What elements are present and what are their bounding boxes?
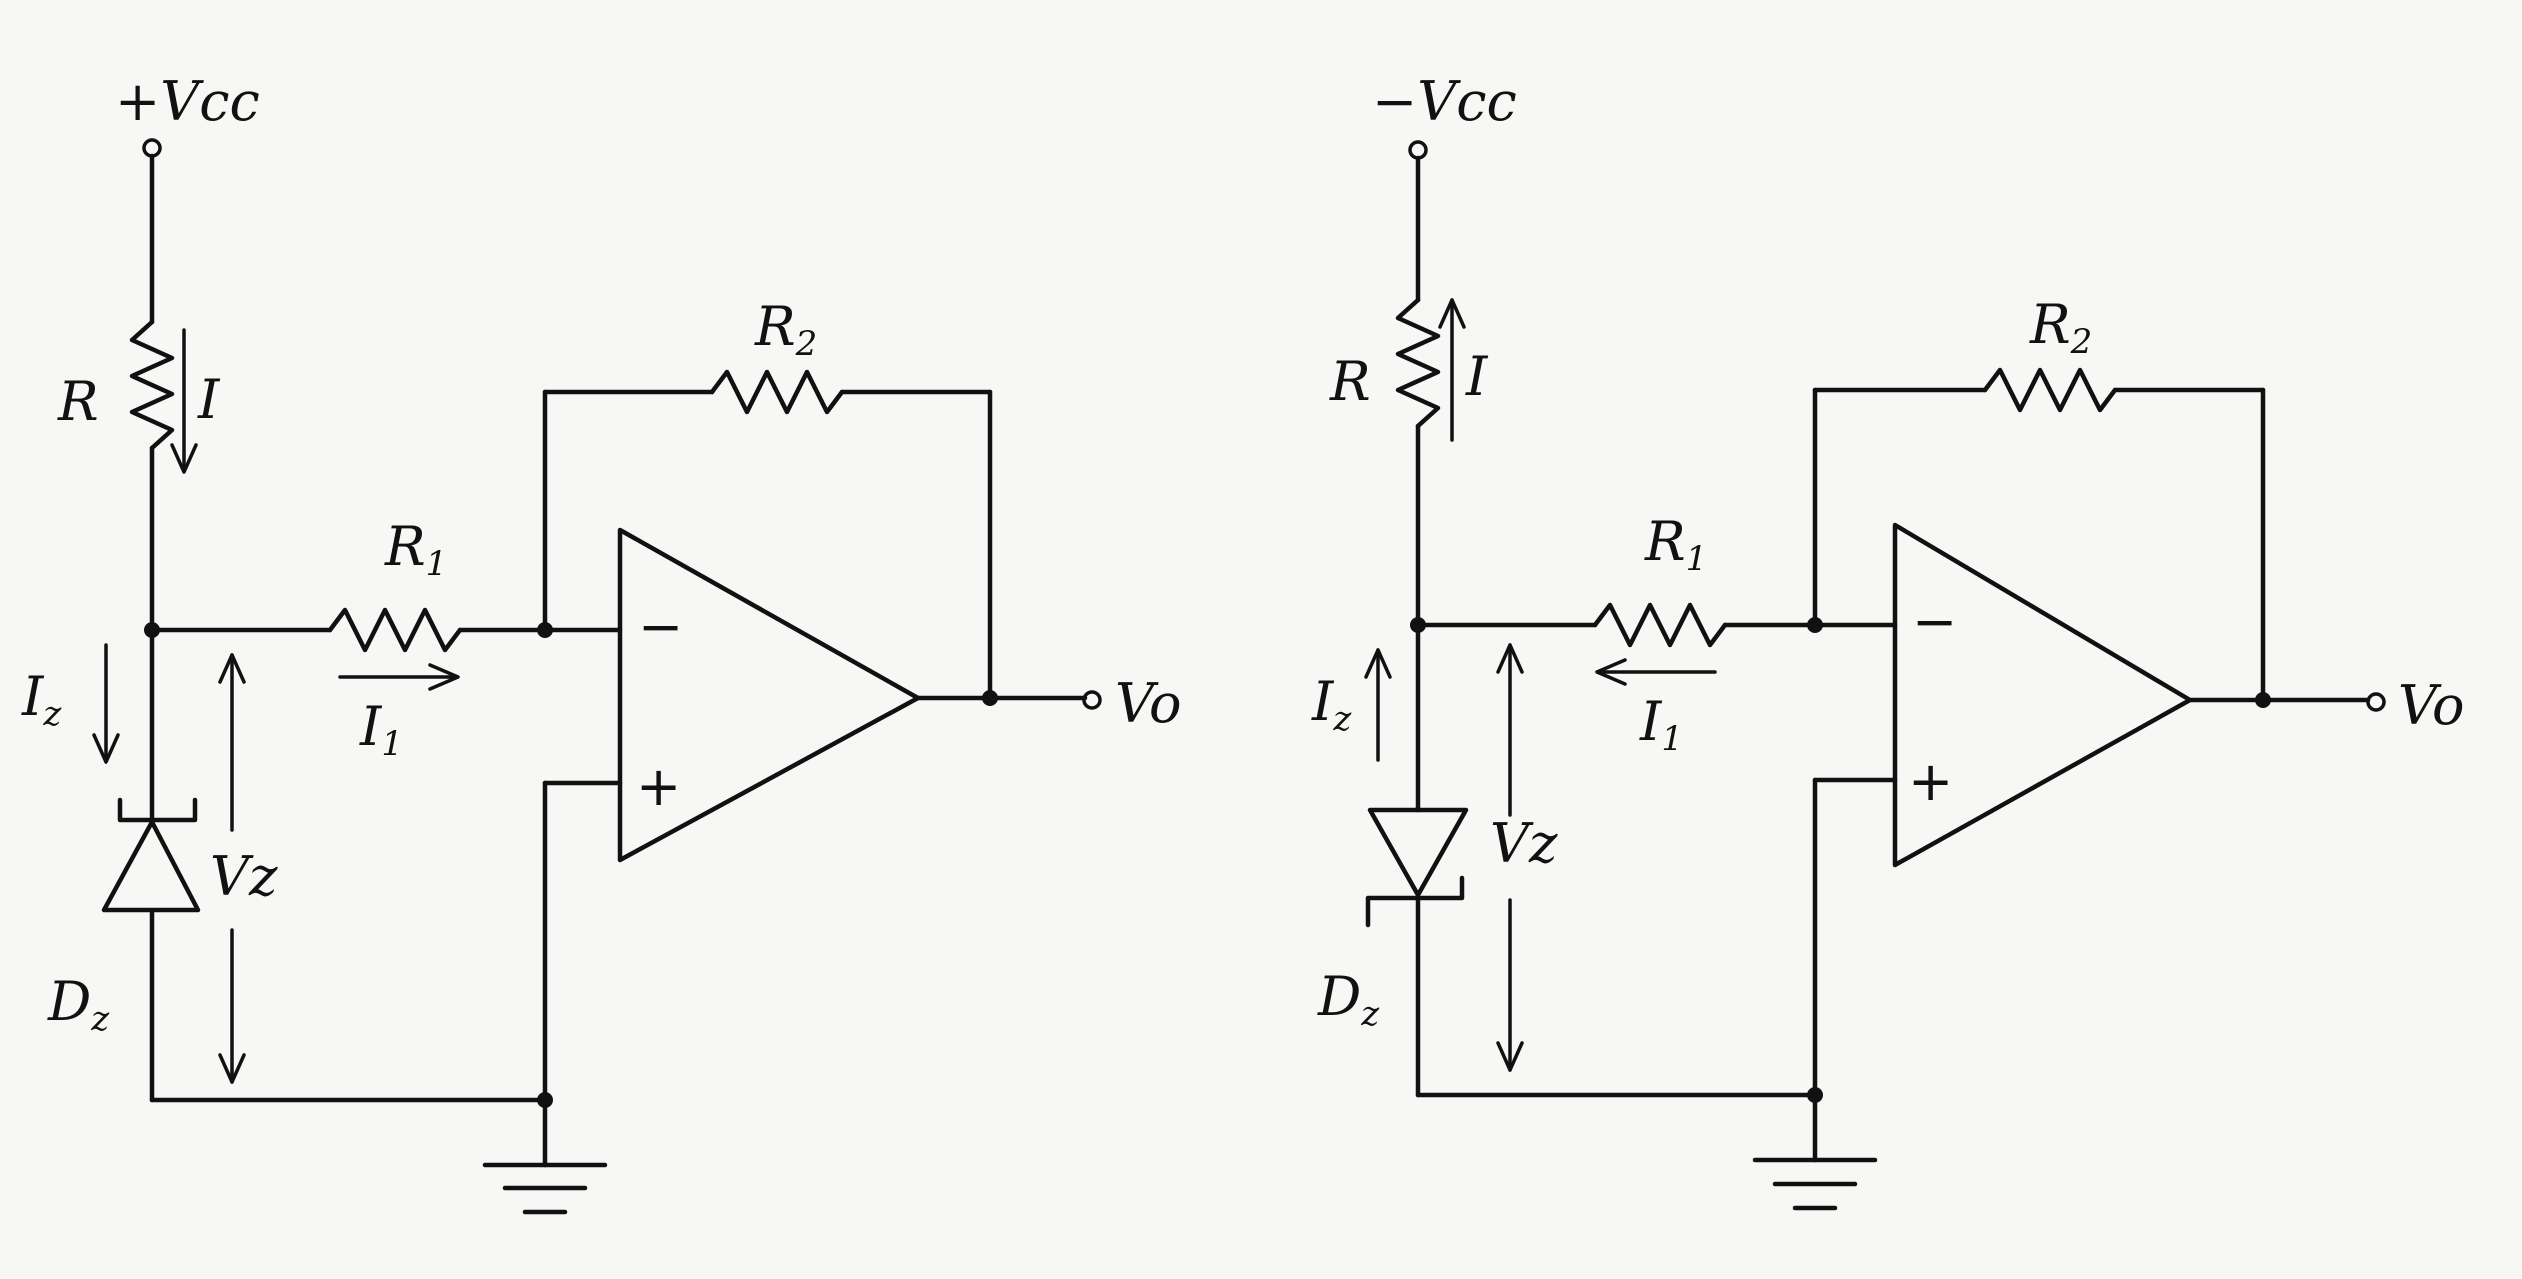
- opamp-left: [617, 527, 921, 863]
- current-arrowhead-i-left: [170, 443, 198, 474]
- vz-arrowhead-top-right: [1496, 643, 1524, 674]
- supply-terminal-right: [1408, 140, 1428, 160]
- resistor-r-left: [129, 319, 175, 451]
- opamp-minus-right: −: [1912, 590, 1957, 653]
- i1-label-right: I1: [1639, 690, 1683, 759]
- iz-label-left: Iz: [21, 665, 62, 734]
- vz-arrowhead-bottom-left: [218, 1053, 246, 1084]
- opamp-plus-right: +: [1908, 750, 1953, 813]
- current-arrowhead-iz-left: [92, 733, 120, 764]
- supply-label-right: −Vcc: [1372, 70, 1517, 133]
- resistor-r1-right: [1592, 602, 1728, 648]
- i1-label-left: I1: [359, 695, 403, 764]
- vo-label-right: Vo: [2398, 674, 2465, 737]
- opamp-minus-left: −: [638, 595, 683, 658]
- r2-label-left: R2: [754, 295, 817, 364]
- node-output-right: [2255, 692, 2271, 708]
- r1-label-left: R1: [384, 515, 447, 584]
- output-terminal-left: [1082, 690, 1102, 710]
- current-arrowhead-i1-left: [428, 663, 460, 691]
- zener-cathode-left: [117, 797, 198, 823]
- iz-label-right: Iz: [1311, 670, 1352, 739]
- output-terminal-right: [2366, 692, 2386, 712]
- node-output-left: [982, 690, 998, 706]
- resistor-r-right: [1395, 297, 1441, 429]
- zener-cathode-right: [1365, 875, 1465, 928]
- vz-arrowhead-top-left: [218, 653, 246, 684]
- circuit-left: +Vcc R I R1 I1 R2 − +: [21, 70, 1182, 1215]
- zener-diode-right: [1367, 807, 1469, 898]
- vz-label-right: Vz: [1490, 812, 1558, 875]
- i-label-right: I: [1465, 345, 1489, 408]
- resistor-r2-right: [1982, 367, 2118, 413]
- circuit-right: −Vcc R I R1 I1 R2 − + Vo: [1311, 70, 2465, 1211]
- supply-label-left: +Vcc: [115, 70, 260, 133]
- r2-label-right: R2: [2029, 293, 2092, 362]
- r-label-left: R: [57, 370, 99, 433]
- opamp-plus-left: +: [636, 755, 681, 818]
- vz-arrowhead-bottom-right: [1496, 1041, 1524, 1072]
- current-arrowhead-iz-right: [1364, 648, 1392, 679]
- current-arrowhead-i1-right: [1595, 658, 1627, 686]
- resistor-r1-left: [327, 607, 463, 653]
- dz-label-right: Dz: [1317, 965, 1380, 1034]
- opamp-right: [1892, 522, 2193, 868]
- current-arrowhead-i-right: [1438, 298, 1466, 329]
- zener-diode-left: [101, 819, 201, 913]
- dz-label-left: Dz: [47, 970, 110, 1039]
- i-label-left: I: [197, 368, 221, 431]
- vz-label-left: Vz: [210, 845, 278, 908]
- r1-label-right: R1: [1644, 510, 1707, 579]
- vo-label-left: Vo: [1115, 672, 1182, 735]
- resistor-r2-left: [709, 369, 845, 415]
- supply-terminal-left: [142, 138, 162, 158]
- r-label-right: R: [1329, 350, 1371, 413]
